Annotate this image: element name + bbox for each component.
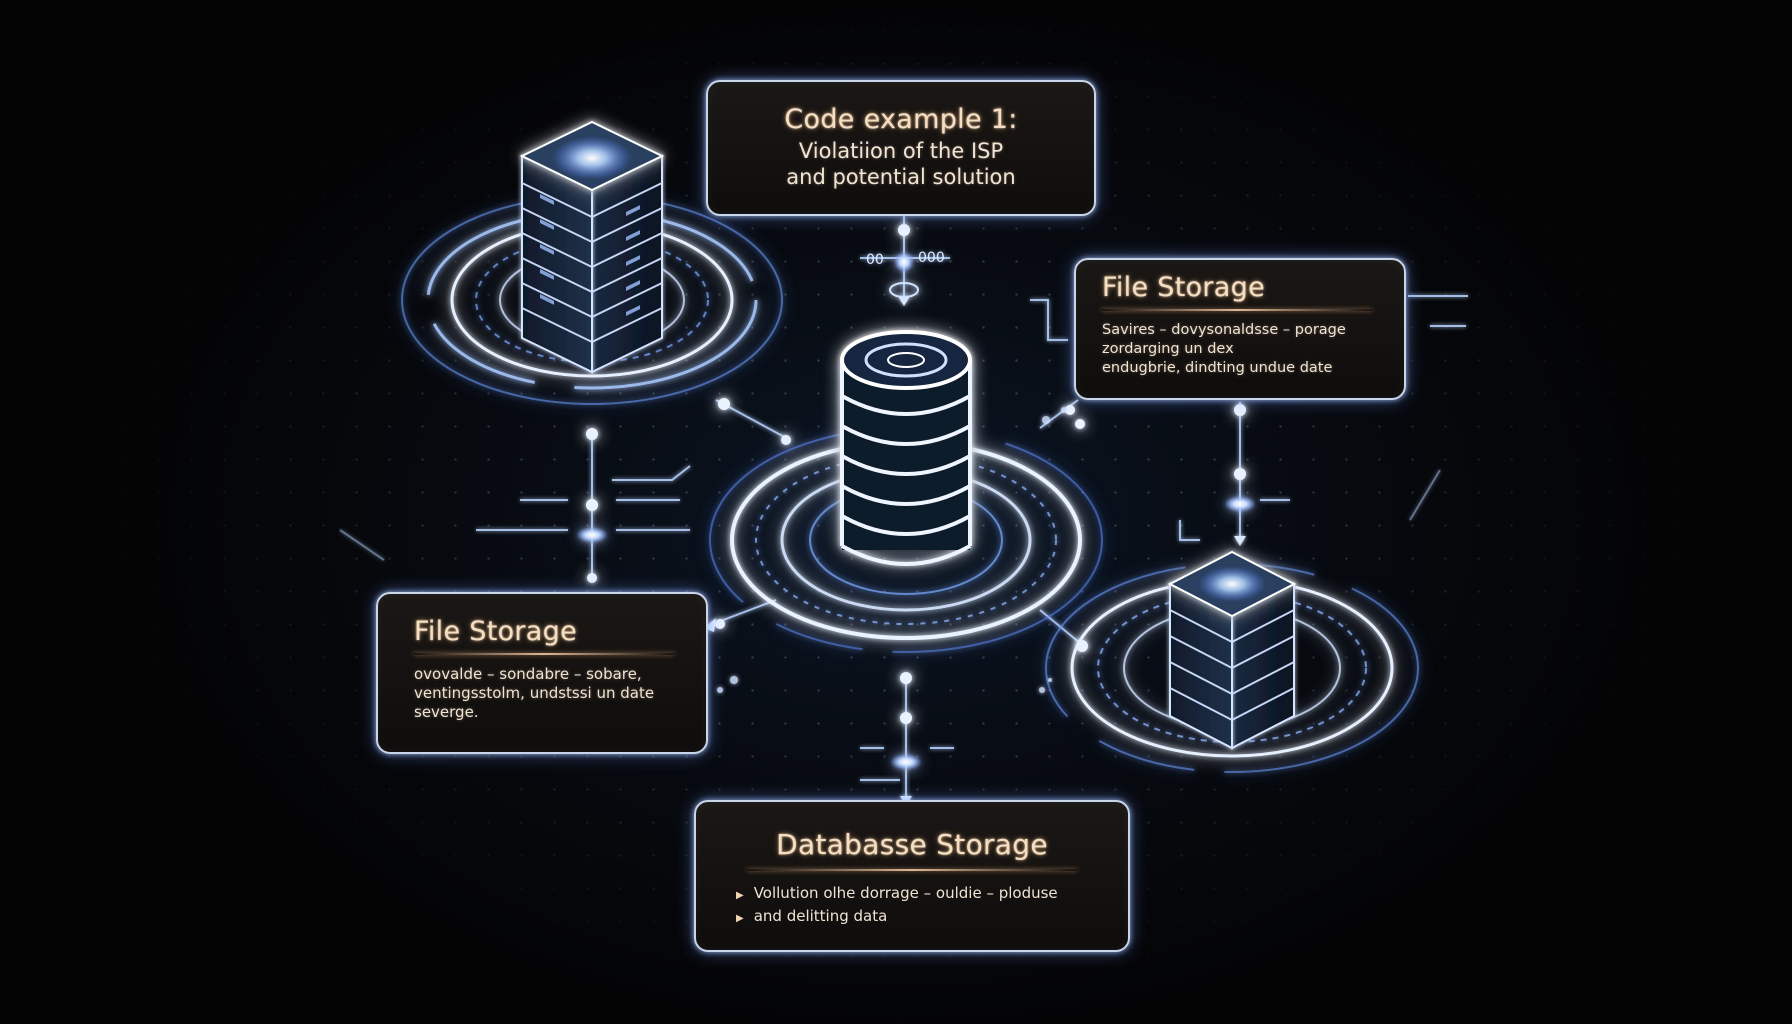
node-bottom-3 — [890, 754, 922, 770]
node-bottom-1 — [900, 672, 912, 684]
node-left-2 — [586, 499, 598, 511]
trace-5 — [612, 465, 691, 481]
database-storage-bullet: ▶ and delitting data — [736, 906, 1088, 929]
file-storage-card-right: File Storage Savires – dovysonaldsse – p… — [1074, 258, 1406, 400]
bullet-triangle-icon: ▶ — [736, 890, 744, 901]
node-center-left — [718, 398, 730, 410]
left-server-group — [401, 120, 783, 405]
node-title-ring — [889, 282, 919, 298]
node-bottom-2 — [900, 712, 912, 724]
title-underline — [414, 653, 674, 655]
node-right-1 — [1234, 404, 1246, 416]
arrowhead-title-center — [898, 296, 910, 306]
file-storage-right-line: endugbrie, dindting undue date — [1102, 360, 1333, 376]
center-database-group — [709, 330, 1103, 653]
counter-label-a: 00 — [866, 252, 884, 268]
node-title-mid — [894, 252, 914, 272]
node-center-right — [1065, 405, 1075, 415]
title-line-2: Violatiion of the ISP — [798, 139, 1004, 163]
file-storage-left-line: severge. — [414, 703, 479, 721]
title-card: Code example 1: Violatiion of the ISP an… — [706, 80, 1096, 216]
trace-15 — [339, 529, 385, 561]
server-rack-icon — [519, 120, 665, 374]
trace-7 — [1030, 299, 1068, 341]
node-right-2 — [1234, 468, 1246, 480]
title-underline — [747, 869, 1077, 871]
database-cylinder-icon — [840, 330, 972, 566]
file-storage-right-line: zordarging un dex — [1102, 341, 1234, 357]
counter-label-b: 000 — [918, 250, 945, 266]
file-storage-card-left: File Storage ovovalde – sondabre – sobar… — [376, 592, 708, 754]
file-storage-left-line: ventingsstolm, undstssi un date — [414, 684, 655, 702]
node-left-3 — [576, 527, 608, 543]
server-rack-icon — [1167, 550, 1297, 750]
trace-16 — [1409, 469, 1441, 521]
database-storage-bullet: ▶ Vollution olhe dorrage – ouldie – plodu… — [736, 883, 1088, 906]
decor-bits — [717, 407, 1067, 693]
connector-nodes — [576, 224, 1256, 770]
title-underline — [1102, 309, 1372, 311]
file-storage-right-line: Savires – dovysonaldsse – porage — [1102, 322, 1346, 338]
trace-14 — [1179, 520, 1200, 541]
node-left-1 — [586, 428, 598, 440]
arrowhead-right-card — [1234, 536, 1246, 546]
title-line-3: and potential solution — [786, 165, 1016, 189]
database-storage-bullet-text: Vollution olhe dorrage – ouldie – plodus… — [753, 884, 1058, 902]
node-title-top — [898, 224, 910, 236]
node-right-card — [1075, 419, 1085, 429]
node-left-card — [715, 619, 725, 629]
node-left-4 — [587, 573, 597, 583]
node-center-left-2 — [781, 435, 791, 445]
database-storage-title: Databasse Storage — [776, 828, 1048, 861]
bullet-triangle-icon: ▶ — [736, 913, 744, 924]
right-server-group — [1045, 550, 1419, 773]
file-storage-left-title: File Storage — [414, 616, 578, 647]
title-line-1: Code example 1: — [784, 104, 1018, 135]
node-right-3 — [1224, 496, 1256, 512]
file-storage-right-title: File Storage — [1102, 272, 1266, 303]
file-storage-left-line: ovovalde – sondabre – sobare, — [414, 665, 642, 683]
database-storage-card: Databasse Storage ▶ Vollution olhe dorrag… — [694, 800, 1130, 952]
database-storage-bullet-text: and delitting data — [753, 907, 888, 925]
